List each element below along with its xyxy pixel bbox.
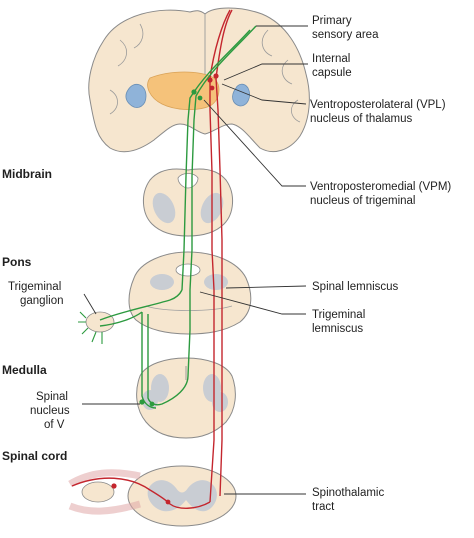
label-vpl-line2: nucleus of thalamus bbox=[310, 113, 413, 125]
label-vpl: Ventroposterolateral (VPL) nucleus of th… bbox=[310, 99, 446, 125]
label-vpm: Ventroposteromedial (VPM) nucleus of tri… bbox=[310, 181, 451, 207]
label-spinal-nucleus-v: Spinal nucleus of V bbox=[30, 391, 70, 431]
level-midbrain: Midbrain bbox=[2, 167, 52, 181]
level-pons: Pons bbox=[2, 255, 32, 269]
label-trigeminal-ganglion-line1: Trigeminal bbox=[8, 281, 61, 293]
label-primary-sensory-area: Primary sensory area bbox=[312, 15, 379, 41]
label-spinal-lemniscus: Spinal lemniscus bbox=[312, 281, 399, 293]
label-trigeminal-ganglion-line2: ganglion bbox=[20, 295, 63, 307]
label-vpm-line2: nucleus of trigeminal bbox=[310, 195, 415, 207]
label-primary-sensory-line2: sensory area bbox=[312, 29, 379, 41]
label-trigeminal-lemniscus: Trigeminal lemniscus bbox=[312, 309, 365, 335]
label-spinothalamic-line2: tract bbox=[312, 501, 335, 513]
label-trigeminal-lemniscus-line2: lemniscus bbox=[312, 323, 363, 335]
label-spinal-nucleus-line3: of V bbox=[44, 419, 65, 431]
midbrain-section bbox=[143, 168, 233, 237]
label-internal-capsule-line2: capsule bbox=[312, 67, 352, 79]
label-internal-capsule: Internal capsule bbox=[312, 53, 352, 79]
level-spinal-cord: Spinal cord bbox=[2, 449, 67, 463]
label-spinal-nucleus-line1: Spinal bbox=[36, 391, 68, 403]
label-vpl-line1: Ventroposterolateral (VPL) bbox=[310, 99, 446, 111]
label-trigeminal-lemniscus-line1: Trigeminal bbox=[312, 309, 365, 321]
trigeminal-pathway bbox=[99, 25, 257, 409]
label-primary-sensory-line1: Primary bbox=[312, 15, 352, 27]
label-spinothalamic-tract: Spinothalamic tract bbox=[312, 487, 384, 513]
level-medulla: Medulla bbox=[2, 363, 47, 377]
dorsal-root-ganglion-nerve bbox=[68, 469, 141, 515]
label-spinal-nucleus-line2: nucleus bbox=[30, 405, 70, 417]
label-vpm-line1: Ventroposteromedial (VPM) bbox=[310, 181, 451, 193]
label-internal-capsule-line1: Internal bbox=[312, 53, 350, 65]
medulla-section bbox=[136, 357, 236, 439]
spinal-cord-section bbox=[127, 465, 237, 527]
leader-lines bbox=[82, 25, 308, 495]
label-trigeminal-ganglion: Trigeminal ganglion bbox=[8, 281, 63, 307]
lateral-ventricle-left bbox=[125, 83, 147, 108]
label-spinal-lemniscus-text: Spinal lemniscus bbox=[312, 281, 399, 293]
label-spinothalamic-line1: Spinothalamic bbox=[312, 487, 384, 499]
